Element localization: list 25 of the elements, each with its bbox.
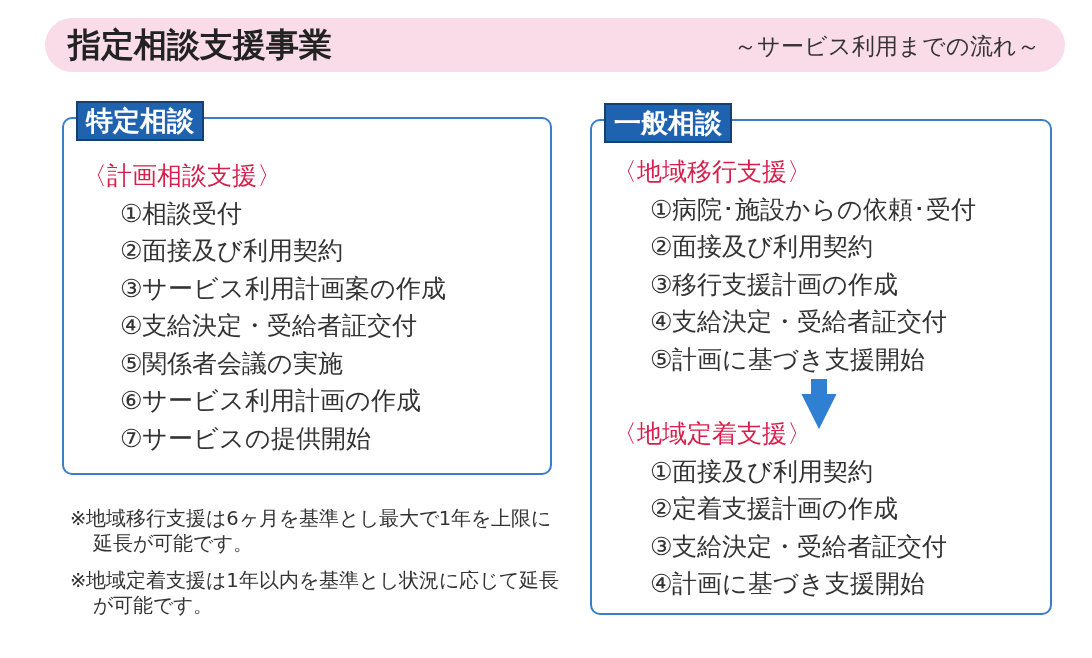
category-tab: 一般相談 (604, 103, 732, 143)
subtitle: ～サービス利用までの流れ～ (734, 32, 1040, 61)
step-text: ①面接及び利用契約 (650, 455, 875, 488)
step-text: ③サービス利用計画案の作成 (120, 272, 448, 305)
step-text: ④計画に基づき支援開始 (650, 568, 927, 600)
note-text: ※地域定着支援は1年以内を基準とし状況に応じて延長が可能です。 (70, 568, 560, 618)
section-heading: 〈地域定着支援〉 (612, 418, 813, 450)
step-text: ②面接及び利用契約 (120, 235, 345, 267)
step-text: ①病院･施設からの依頼･受付 (650, 193, 978, 226)
step-text: ⑤関係者会議の実施 (120, 347, 345, 380)
step-text: ③移行支援計画の作成 (650, 268, 900, 301)
step-text: ⑦サービスの提供開始 (120, 422, 373, 455)
title: 指定相談支援事業 (68, 24, 332, 66)
step-text: ④支給決定・受給者証交付 (120, 310, 419, 342)
step-text: ③支給決定・受給者証交付 (650, 530, 949, 563)
section-heading: 〈計画相談支援〉 (82, 160, 283, 192)
section-heading: 〈地域移行支援〉 (612, 156, 813, 188)
step-text: ②定着支援計画の作成 (650, 493, 900, 525)
step-text: ⑥サービス利用計画の作成 (120, 385, 423, 417)
step-text: ④支給決定・受給者証交付 (650, 306, 949, 338)
category-tab: 特定相談 (76, 101, 204, 141)
note-text: ※地域移行支援は6ヶ月を基準とし最大で1年を上限に延長が可能です。 (70, 506, 553, 556)
step-text: ①相談受付 (120, 197, 244, 230)
step-text: ②面接及び利用契約 (650, 231, 875, 263)
step-text: ⑤計画に基づき支援開始 (650, 343, 927, 376)
